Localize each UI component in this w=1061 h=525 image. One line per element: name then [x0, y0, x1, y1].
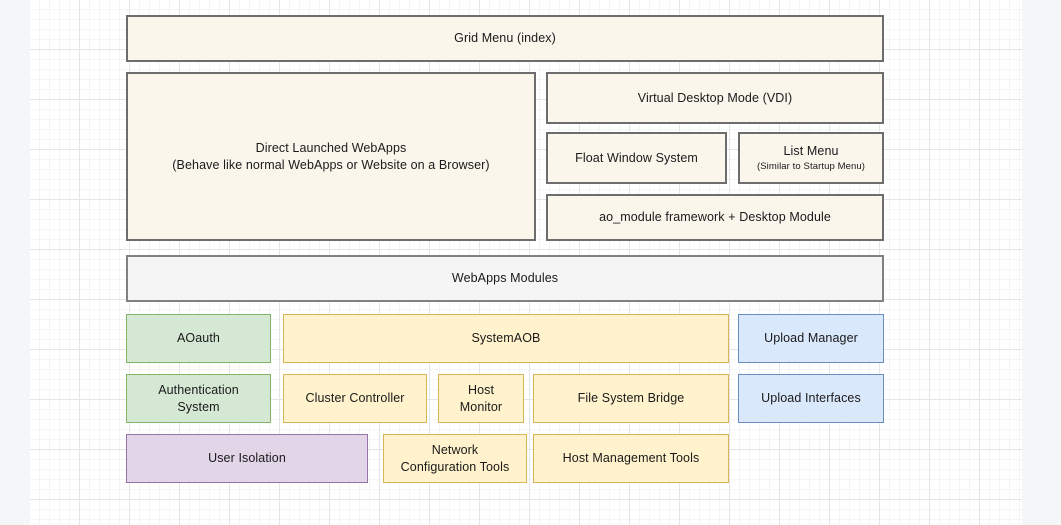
- node-label: Network Configuration Tools: [400, 443, 510, 474]
- node-label: Upload Interfaces: [761, 391, 861, 406]
- node-list-menu[interactable]: List Menu(Similar to Startup Menu): [738, 132, 884, 184]
- node-label: Host Management Tools: [562, 451, 700, 466]
- node-label: Virtual Desktop Mode (VDI): [637, 90, 793, 105]
- node-upload-interfaces[interactable]: Upload Interfaces: [738, 374, 884, 423]
- node-label: Authentication System: [158, 383, 239, 414]
- node-label: Cluster Controller: [305, 391, 405, 406]
- node-cluster-controller[interactable]: Cluster Controller: [283, 374, 427, 423]
- node-upload-manager[interactable]: Upload Manager: [738, 314, 884, 363]
- node-label: File System Bridge: [577, 391, 685, 406]
- node-sublabel: (Similar to Startup Menu): [756, 160, 866, 172]
- diagram-canvas[interactable]: Grid Menu (index) Direct Launched WebApps…: [30, 0, 1022, 525]
- node-host-management-tools[interactable]: Host Management Tools: [533, 434, 729, 483]
- node-user-isolation[interactable]: User Isolation: [126, 434, 368, 483]
- node-label: AOauth: [177, 331, 220, 346]
- node-label: Upload Manager: [764, 331, 858, 346]
- node-label: Host Monitor: [459, 383, 503, 414]
- node-file-system-bridge[interactable]: File System Bridge: [533, 374, 729, 423]
- node-ao-module-framework[interactable]: ao_module framework + Desktop Module: [546, 194, 884, 241]
- node-label: Float Window System: [575, 150, 698, 165]
- node-direct-launched-webapps[interactable]: Direct Launched WebApps (Behave like nor…: [126, 72, 536, 241]
- node-webapps-modules[interactable]: WebApps Modules: [126, 255, 884, 302]
- node-label: User Isolation: [208, 451, 286, 466]
- node-label: SystemAOB: [471, 331, 541, 346]
- node-float-window-system[interactable]: Float Window System: [546, 132, 727, 184]
- node-systemaob[interactable]: SystemAOB: [283, 314, 729, 363]
- node-label: List Menu: [783, 144, 839, 159]
- node-host-monitor[interactable]: Host Monitor: [438, 374, 524, 423]
- node-aoauth[interactable]: AOauth: [126, 314, 271, 363]
- node-label: Grid Menu (index): [454, 31, 556, 46]
- node-label: Direct Launched WebApps (Behave like nor…: [172, 141, 490, 172]
- node-grid-menu[interactable]: Grid Menu (index): [126, 15, 884, 62]
- node-label: ao_module framework + Desktop Module: [599, 210, 831, 225]
- node-authentication-system[interactable]: Authentication System: [126, 374, 271, 423]
- node-network-configuration-tools[interactable]: Network Configuration Tools: [383, 434, 527, 483]
- node-label: WebApps Modules: [451, 271, 559, 286]
- node-virtual-desktop-mode[interactable]: Virtual Desktop Mode (VDI): [546, 72, 884, 124]
